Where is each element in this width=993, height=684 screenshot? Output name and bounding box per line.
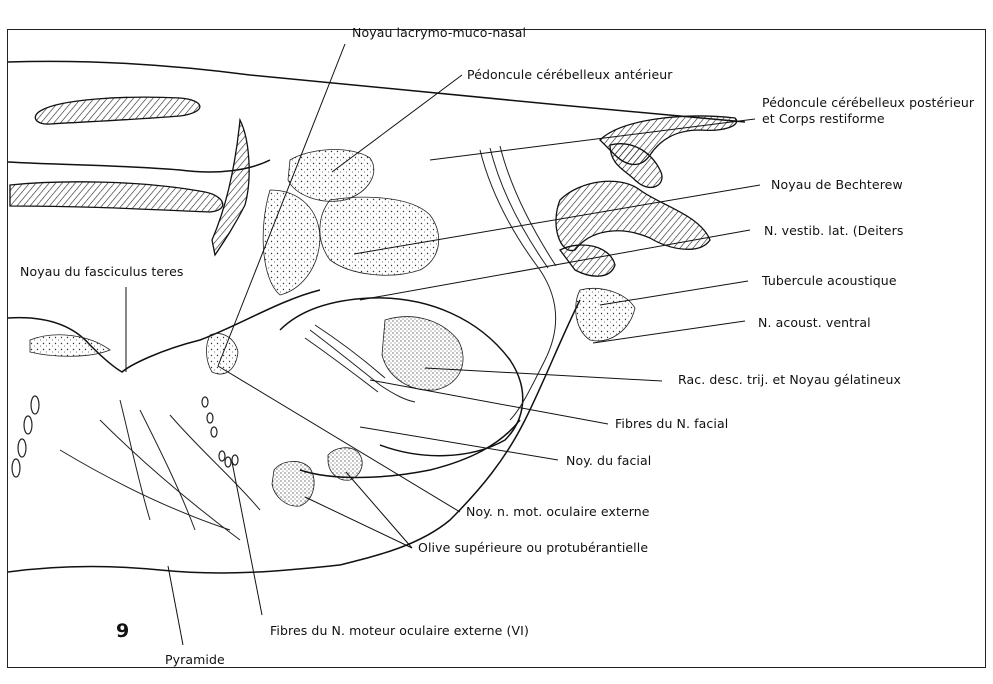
label-rac-desc: Rac. desc. trij. et Noyau gélatineux — [678, 372, 901, 387]
label-fibres-facial: Fibres du N. facial — [615, 416, 728, 431]
label-n-vestib: N. vestib. lat. (Deiters — [764, 223, 903, 238]
label-noyau-bechterew: Noyau de Bechterew — [771, 177, 903, 192]
label-pedoncule-posterieur-line2: et Corps restiforme — [762, 111, 885, 126]
label-pedoncule-anterieur: Pédoncule cérébelleux antérieur — [467, 67, 673, 82]
rootlets — [12, 396, 238, 477]
figure-number: 9 — [116, 620, 129, 642]
label-n-acoust: N. acoust. ventral — [758, 315, 871, 330]
label-olive: Olive supérieure ou protubérantielle — [418, 540, 648, 555]
label-noyau-lacrymo: Noyau lacrymo-muco-nasal — [352, 25, 526, 40]
label-fibres-moteur: Fibres du N. moteur oculaire externe (VI… — [270, 623, 529, 638]
label-noy-facial: Noy. du facial — [566, 453, 651, 468]
label-tubercule: Tubercule acoustique — [762, 273, 897, 288]
label-pedoncule-posterieur-line1: Pédoncule cérébelleux postérieur — [762, 95, 974, 110]
label-noyau-fasciculus: Noyau du fasciculus teres — [20, 264, 184, 279]
label-noy-mot: Noy. n. mot. oculaire externe — [466, 504, 650, 519]
label-pyramide: Pyramide — [165, 652, 225, 667]
